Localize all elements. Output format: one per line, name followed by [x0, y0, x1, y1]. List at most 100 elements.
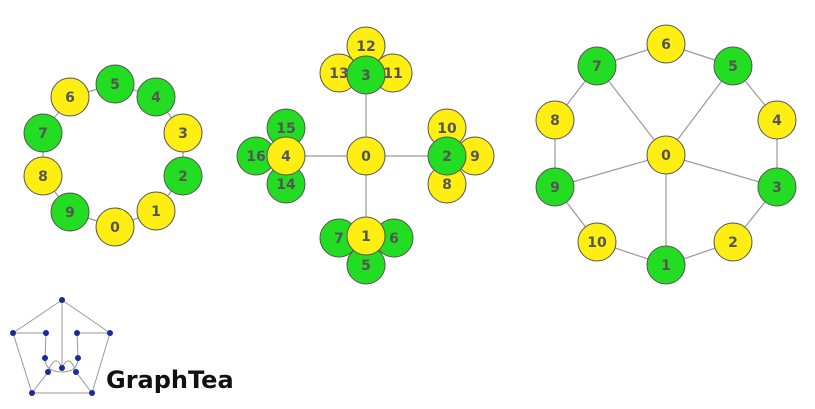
star-node-label-6: 6 — [389, 231, 399, 247]
wheel-node-circle-6[interactable] — [646, 24, 686, 64]
star-node-circle-1[interactable] — [346, 216, 386, 256]
cycle-node-label-5: 5 — [110, 77, 120, 93]
wheel-node-5[interactable]: 5 — [713, 46, 753, 86]
wheel-node-7[interactable]: 7 — [577, 46, 617, 86]
wheel-node-label-5: 5 — [728, 59, 738, 75]
wheel-node-circle-5[interactable] — [713, 46, 753, 86]
star-node-3[interactable]: 3 — [346, 55, 386, 95]
wheel-node-circle-4[interactable] — [757, 100, 797, 140]
cycle-node-circle-5[interactable] — [95, 64, 135, 104]
cycle-node-4[interactable]: 4 — [136, 77, 176, 117]
cycle-node-label-0: 0 — [110, 220, 120, 236]
star-node-label-8: 8 — [442, 177, 452, 193]
cycle-node-5[interactable]: 5 — [95, 64, 135, 104]
wheel-node-circle-0[interactable] — [646, 135, 686, 175]
star-node-12[interactable]: 12 — [346, 26, 386, 66]
star-node-label-1: 1 — [361, 229, 371, 245]
cycle-node-8[interactable]: 8 — [23, 156, 63, 196]
wheel-node-3[interactable]: 3 — [757, 167, 797, 207]
cycle-node-label-4: 4 — [151, 90, 161, 106]
star-node-14[interactable]: 14 — [266, 164, 306, 204]
star-node-label-14: 14 — [276, 177, 296, 193]
star-node-circle-0[interactable] — [346, 136, 386, 176]
star-node-9[interactable]: 9 — [455, 136, 495, 176]
cycle-node-9[interactable]: 9 — [50, 192, 90, 232]
star-node-15[interactable]: 15 — [266, 108, 306, 148]
star-node-5[interactable]: 5 — [346, 245, 386, 285]
star-node-label-0: 0 — [361, 149, 371, 165]
cycle-node-2[interactable]: 2 — [163, 156, 203, 196]
cycle-node-label-9: 9 — [65, 205, 75, 221]
wheel-node-2[interactable]: 2 — [713, 222, 753, 262]
wheel-node-label-6: 6 — [661, 37, 671, 53]
star-node-label-4: 4 — [281, 149, 291, 165]
star-node-16[interactable]: 16 — [236, 136, 276, 176]
star-node-label-13: 13 — [329, 66, 348, 82]
wheel-node-circle-9[interactable] — [535, 167, 575, 207]
cycle-node-label-8: 8 — [38, 169, 48, 185]
wheel-node-9[interactable]: 9 — [535, 167, 575, 207]
star-node-label-9: 9 — [470, 149, 480, 165]
star-node-1[interactable]: 1 — [346, 216, 386, 256]
cycle-node-label-3: 3 — [178, 126, 188, 142]
star-node-label-7: 7 — [334, 231, 344, 247]
star-node-label-15: 15 — [276, 121, 295, 137]
star-node-label-5: 5 — [361, 258, 371, 274]
wheel-node-label-10: 10 — [587, 235, 607, 251]
cycle-node-label-7: 7 — [38, 126, 48, 142]
star-node-circle-4[interactable] — [266, 136, 306, 176]
cycle-node-circle-4[interactable] — [136, 77, 176, 117]
cycle-node-circle-6[interactable] — [50, 77, 90, 117]
wheel-node-circle-2[interactable] — [713, 222, 753, 262]
logo-graph-icon — [12, 299, 111, 394]
wheel-node-0[interactable]: 0 — [646, 135, 686, 175]
star-node-label-16: 16 — [246, 149, 265, 165]
wheel-node-4[interactable]: 4 — [757, 100, 797, 140]
logo-text: GraphTea — [106, 366, 234, 394]
cycle-node-3[interactable]: 3 — [163, 113, 203, 153]
cycle-node-1[interactable]: 1 — [136, 191, 176, 231]
cycle-node-circle-3[interactable] — [163, 113, 203, 153]
wheel-node-label-4: 4 — [772, 113, 782, 129]
wheel-node-label-8: 8 — [550, 113, 560, 129]
wheel-node-circle-1[interactable] — [646, 245, 686, 285]
star-node-circle-2[interactable] — [427, 136, 467, 176]
wheel-node-circle-8[interactable] — [535, 100, 575, 140]
wheel-node-circle-10[interactable] — [577, 222, 617, 262]
cycle-node-circle-2[interactable] — [163, 156, 203, 196]
cycle-node-0[interactable]: 0 — [95, 207, 135, 247]
star-node-label-2: 2 — [442, 149, 452, 165]
cycle-node-label-1: 1 — [151, 204, 161, 220]
star-node-label-3: 3 — [361, 68, 371, 84]
wheel-node-6[interactable]: 6 — [646, 24, 686, 64]
cycle-node-circle-8[interactable] — [23, 156, 63, 196]
wheel-node-label-1: 1 — [661, 258, 671, 274]
wheel-node-label-0: 0 — [661, 148, 671, 164]
wheel-node-label-9: 9 — [550, 180, 560, 196]
wheel-node-circle-3[interactable] — [757, 167, 797, 207]
wheel-node-circle-7[interactable] — [577, 46, 617, 86]
star-node-4[interactable]: 4 — [266, 136, 306, 176]
cycle-node-label-6: 6 — [65, 90, 75, 106]
wheel-node-label-7: 7 — [592, 59, 602, 75]
star-node-label-12: 12 — [356, 39, 375, 55]
cycle-node-circle-1[interactable] — [136, 191, 176, 231]
wheel-node-1[interactable]: 1 — [646, 245, 686, 285]
star-node-0[interactable]: 0 — [346, 136, 386, 176]
cycle-node-circle-7[interactable] — [23, 113, 63, 153]
cycle-node-6[interactable]: 6 — [50, 77, 90, 117]
cycle-node-7[interactable]: 7 — [23, 113, 63, 153]
cycle-node-circle-0[interactable] — [95, 207, 135, 247]
wheel-node-label-2: 2 — [728, 235, 738, 251]
star-node-circle-3[interactable] — [346, 55, 386, 95]
logo-graph-vertices — [10, 297, 113, 396]
star-node-2[interactable]: 2 — [427, 136, 467, 176]
star-node-label-11: 11 — [383, 66, 402, 82]
wheel-node-8[interactable]: 8 — [535, 100, 575, 140]
wheel-node-10[interactable]: 10 — [577, 222, 617, 262]
cycle-node-circle-9[interactable] — [50, 192, 90, 232]
star-node-label-10: 10 — [437, 121, 457, 137]
wheel-node-label-3: 3 — [772, 180, 782, 196]
